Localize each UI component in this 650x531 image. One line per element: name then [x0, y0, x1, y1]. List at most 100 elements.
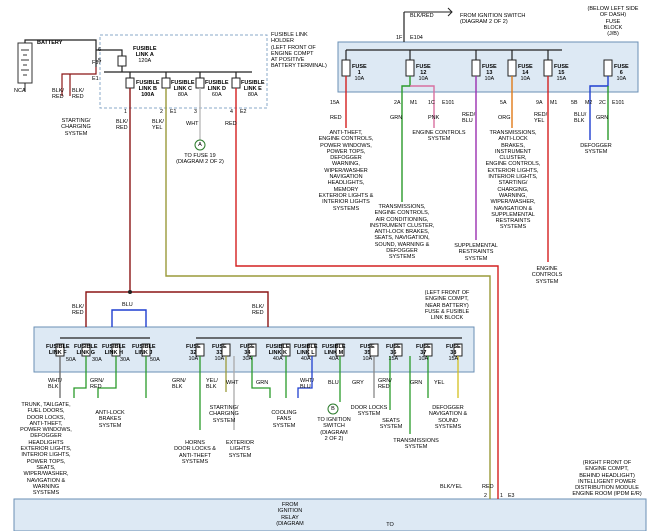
holder-pin1: 1 [124, 109, 127, 115]
link-b-wire-color: BLK/ RED [116, 119, 128, 132]
mid-fuse-35-amps: 10A [362, 356, 373, 363]
f37-label: F37 [92, 60, 102, 66]
jb-dest-transmissions: TRANSMISSIONS, ENGINE CONTROLS, AIR COND… [369, 204, 435, 261]
jb-dest-engine-controls-2: ENGINE CONTROLS SYSTEM [531, 266, 563, 285]
jb-pin-5a: 5A [500, 100, 507, 106]
jb-out-pnk [410, 85, 435, 128]
holder-e2: E2 [240, 109, 247, 115]
holder-pin2: 2 [160, 109, 163, 115]
mid-wire-right: BLK/ RED [252, 304, 264, 317]
jb-from-ignition: FROM IGNITION SWITCH (DIAGRAM 2 OF 2) [460, 13, 526, 26]
link-c-wire [165, 88, 491, 499]
mid-fuse-36-name: FUSE 36 [386, 344, 401, 357]
jb-wire-blu-blk: BLU/ BLK [574, 112, 587, 125]
mid-wire-wht: WHT [226, 380, 239, 386]
battery-pin6: 6 [98, 47, 102, 53]
jb-wire-org: ORG [498, 115, 511, 121]
link-e-wire-color: RED [225, 121, 237, 127]
ipdm-pin2: 2 [484, 493, 487, 499]
connector-a-letter: A [198, 142, 202, 148]
mid-fuse-32-name: FUSE 32 [186, 344, 201, 357]
battery-positive-wire [24, 39, 97, 67]
mid-fusible-link-h-name: FUSIBLE LINK H [102, 344, 126, 357]
link-b-to-right-wire [130, 291, 269, 327]
fusible-link-b-amps: 100A [141, 92, 155, 99]
mid-fusible-link-g-amps: 30A [92, 357, 102, 363]
mid-wire-left: BLK/ RED [72, 304, 84, 317]
mid-wire-wht-blu: WHT/ BLU [300, 378, 315, 391]
mid-dest-starting: STARTING/ CHARGING SYSTEM [209, 405, 239, 424]
jb-dest-srs: SUPPLEMENTAL RESTRAINTS SYSTEM [454, 243, 498, 262]
mid-blu-jumper [111, 309, 147, 327]
ipdm-panel [13, 498, 647, 531]
jb-pin-e101a: E101 [442, 100, 455, 106]
mid-wire-grn2: GRN [410, 380, 423, 386]
battery-wire-1: BLK/ RED [52, 88, 64, 101]
starting-charging-label: STARTING/ CHARGING SYSTEM [61, 118, 91, 137]
jb-fuse-6-name: FUSE 6 [614, 64, 629, 77]
mid-wire-gry: GRY [352, 380, 364, 386]
mid-fuse-38-name: FUSE 38 [446, 344, 461, 357]
jb-fuse-6-amps: 10A [616, 76, 627, 83]
mid-fuse-38-amps: 15A [448, 356, 459, 363]
mid-fuse-33-name: FUSE 33 [212, 344, 227, 357]
mid-fusible-link-m-name: FUSIBLE LINK M [322, 344, 346, 357]
jb-pin-m1a: M1 [410, 100, 418, 106]
ipdm-title: (RIGHT FRONT OF ENGINE COMPT, BEHIND HEA… [572, 460, 642, 498]
fusible-link-d-name: FUSIBLE LINK D [205, 80, 229, 93]
jb-title: (BELOW LEFT SIDE OF DASH) FUSE BLOCK (J/… [587, 6, 639, 38]
mid-wire-wht-blk: WHT/ BLK [48, 378, 63, 391]
link-c-wire-color: BLK/ YEL [152, 119, 164, 132]
mid-fuse-35-name: FUSE 35 [360, 344, 375, 357]
jb-fuse-15-name: FUSE 15 [554, 64, 569, 77]
fusible-link-a-element [117, 55, 127, 67]
fusible-link-elements [125, 77, 241, 89]
jb-pin-9a: 9A [536, 100, 543, 106]
mid-fusible-link-g-name: FUSIBLE LINK G [74, 344, 98, 357]
ipdm-from-relay: FROM IGNITION RELAY (DIAGRAM [276, 502, 304, 527]
mid-fuse-33-amps: 10A [214, 356, 225, 363]
jb-wire-red-blu: RED/ BLU [462, 112, 476, 125]
jb-pin-15a: 15A [330, 100, 340, 106]
link-d-wire-color: WHT [186, 121, 199, 127]
mid-fusible-link-f-name: FUSIBLE LINK F [46, 344, 70, 357]
link-e-wire [235, 88, 499, 499]
fusible-link-e-amps: 80A [247, 92, 258, 99]
connector-a [194, 139, 206, 151]
ipdm-wire-blk-yel: BLK/YEL [440, 484, 463, 490]
mid-fusible-link-l-name: FUSIBLE LINK L [294, 344, 318, 357]
jb-pin-1f: 1F [396, 35, 403, 41]
mid-wire-yel-blk: YEL/ BLK [206, 378, 218, 391]
mid-output-wires [59, 356, 459, 434]
mid-wire-grn-blk: GRN/ BLK [172, 378, 186, 391]
jb-out-grn [401, 76, 411, 202]
jb-out-blu-blk [589, 76, 609, 140]
jb-ign-arrow [404, 7, 453, 17]
jb-fuse-12-name: FUSE 12 [416, 64, 431, 77]
mid-fusible-link-h-amps: 30A [120, 357, 130, 363]
connector-b [327, 403, 339, 415]
battery-pin5: 5 [98, 58, 102, 64]
mid-fuse-34-name: FUSE 34 [240, 344, 255, 357]
jb-dest-transmissions-abs: TRANSMISSIONS, ANTI-LOCK BRAKES, INSTRUM… [485, 130, 541, 231]
mid-fuse-36-amps: 15A [388, 356, 399, 363]
fusible-link-b-name: FUSIBLE LINK B [136, 80, 160, 93]
fusible-link-c-name: FUSIBLE LINK C [171, 80, 195, 93]
mid-fusible-link-f-amps: 50A [66, 357, 76, 363]
mid-fusible-link-g: FUSIBLE LINK G [74, 344, 98, 356]
jb-wire-grn: GRN [390, 115, 403, 121]
connector-b-letter: B [331, 406, 335, 412]
